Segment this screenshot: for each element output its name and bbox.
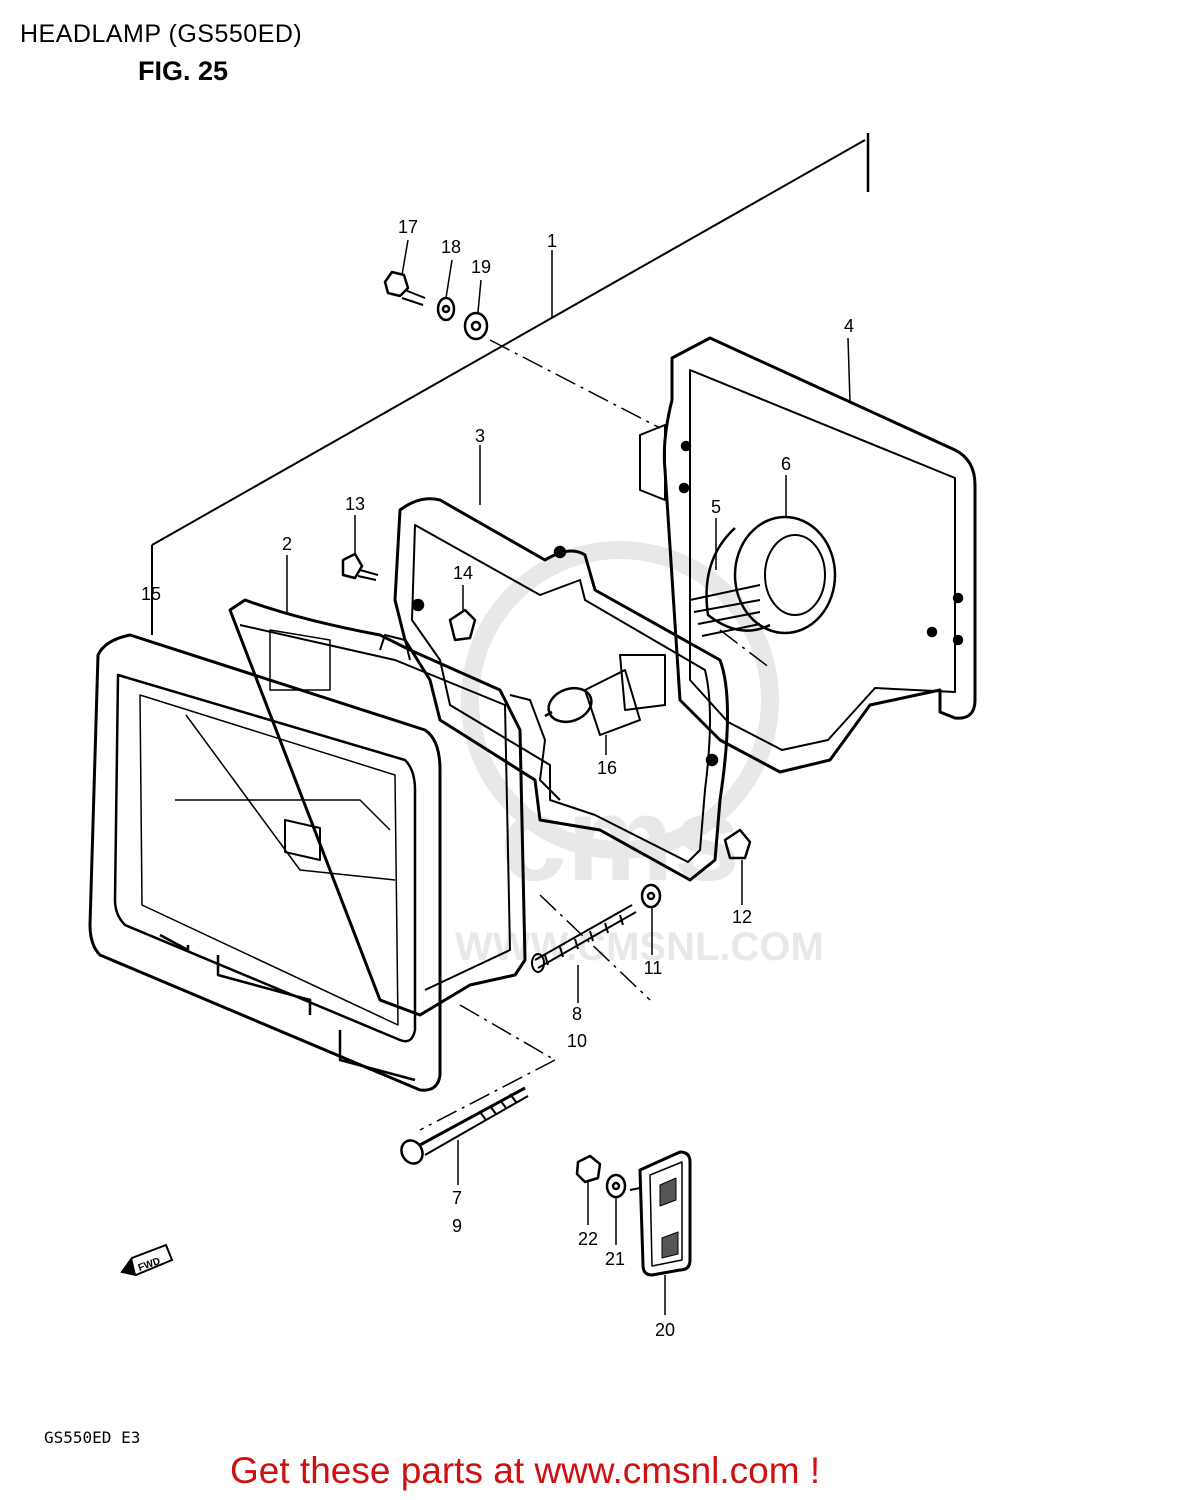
part-label-6: 6 <box>781 454 791 474</box>
model-code: GS550ED E3 <box>44 1428 141 1447</box>
part-label-16: 16 <box>597 758 617 778</box>
nut-14 <box>448 608 477 642</box>
part-label-10: 10 <box>567 1031 587 1051</box>
headlight-rim <box>88 629 442 1092</box>
headlight-unit <box>228 598 561 1017</box>
part-label-13: 13 <box>345 494 365 514</box>
part-label-18: 18 <box>441 237 461 257</box>
washer-11 <box>640 883 662 909</box>
figure-number: FIG. 25 <box>138 56 229 86</box>
part-label-8: 8 <box>572 1004 582 1024</box>
adjusting-screw <box>400 1086 529 1165</box>
part-label-15: 15 <box>141 584 161 604</box>
part-label-3: 3 <box>475 426 485 446</box>
center-lines <box>419 339 771 1131</box>
headlight-housing <box>639 336 977 774</box>
watermark: cms WWW.CMSNL.COM <box>455 541 824 969</box>
nut-12 <box>723 828 752 860</box>
headlight-bulb <box>544 654 666 736</box>
part-label-7: 7 <box>452 1188 462 1208</box>
part-label-2: 2 <box>282 534 292 554</box>
reflector-20 <box>629 1150 692 1277</box>
part-label-21: 21 <box>605 1249 625 1269</box>
part-label-12: 12 <box>732 907 752 927</box>
part-label-11: 11 <box>644 958 663 978</box>
watermark-url-text: WWW.CMSNL.COM <box>455 925 824 969</box>
part-label-5: 5 <box>711 497 721 517</box>
bolt-17 <box>383 270 426 306</box>
part-label-22: 22 <box>578 1229 598 1249</box>
washer-21 <box>605 1173 627 1199</box>
lock-washer-18 <box>436 296 456 322</box>
part-label-17: 17 <box>398 217 418 237</box>
part-label-14: 14 <box>453 563 473 583</box>
part-label-1: 1 <box>547 231 557 251</box>
screw-13 <box>341 552 379 581</box>
bulb-socket-and-boot <box>689 515 837 637</box>
forward-arrow-icon: FWD <box>120 1243 174 1277</box>
leader-lines <box>286 239 851 1315</box>
part-number-labels: 1 2 3 4 5 6 7 8 9 10 11 12 13 14 15 16 1… <box>141 217 854 1340</box>
mounting-rim <box>393 497 729 882</box>
part-label-9: 9 <box>452 1216 462 1236</box>
cta-link[interactable]: Get these parts at www.cmsnl.com ! <box>230 1450 821 1491</box>
part-label-19: 19 <box>471 257 491 277</box>
leader-frame-part-1 <box>151 133 870 635</box>
part-label-4: 4 <box>844 316 854 336</box>
part-label-20: 20 <box>655 1320 675 1340</box>
nut-22 <box>575 1154 602 1184</box>
diagram-title: HEADLAMP (GS550ED) <box>20 20 303 48</box>
adjusting-spring <box>531 904 637 973</box>
washer-19 <box>463 311 489 341</box>
